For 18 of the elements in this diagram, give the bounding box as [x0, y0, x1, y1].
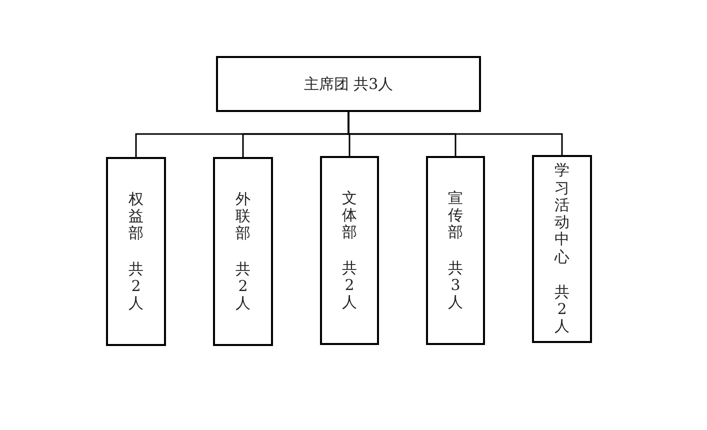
unit-name: 宣传部	[448, 190, 463, 242]
department-box	[106, 157, 166, 346]
member-count: 共2人	[554, 284, 570, 336]
connector-line	[348, 112, 563, 155]
member-count: 共2人	[128, 260, 144, 312]
member-count: 共2人	[236, 260, 250, 312]
member-count: 共2人	[342, 260, 357, 312]
unit-name: 权益部	[128, 190, 144, 242]
unit-name: 学习活动中心	[554, 162, 570, 266]
member-count: 共3人	[448, 260, 463, 312]
department-box	[213, 157, 273, 346]
department-box	[532, 155, 592, 343]
department-box	[426, 156, 485, 345]
unit-name: 外联部	[236, 190, 250, 242]
department-box	[320, 156, 379, 345]
unit-name: 主席团 共3人	[304, 74, 394, 94]
org-box	[216, 56, 481, 112]
unit-name: 文体部	[342, 190, 357, 242]
